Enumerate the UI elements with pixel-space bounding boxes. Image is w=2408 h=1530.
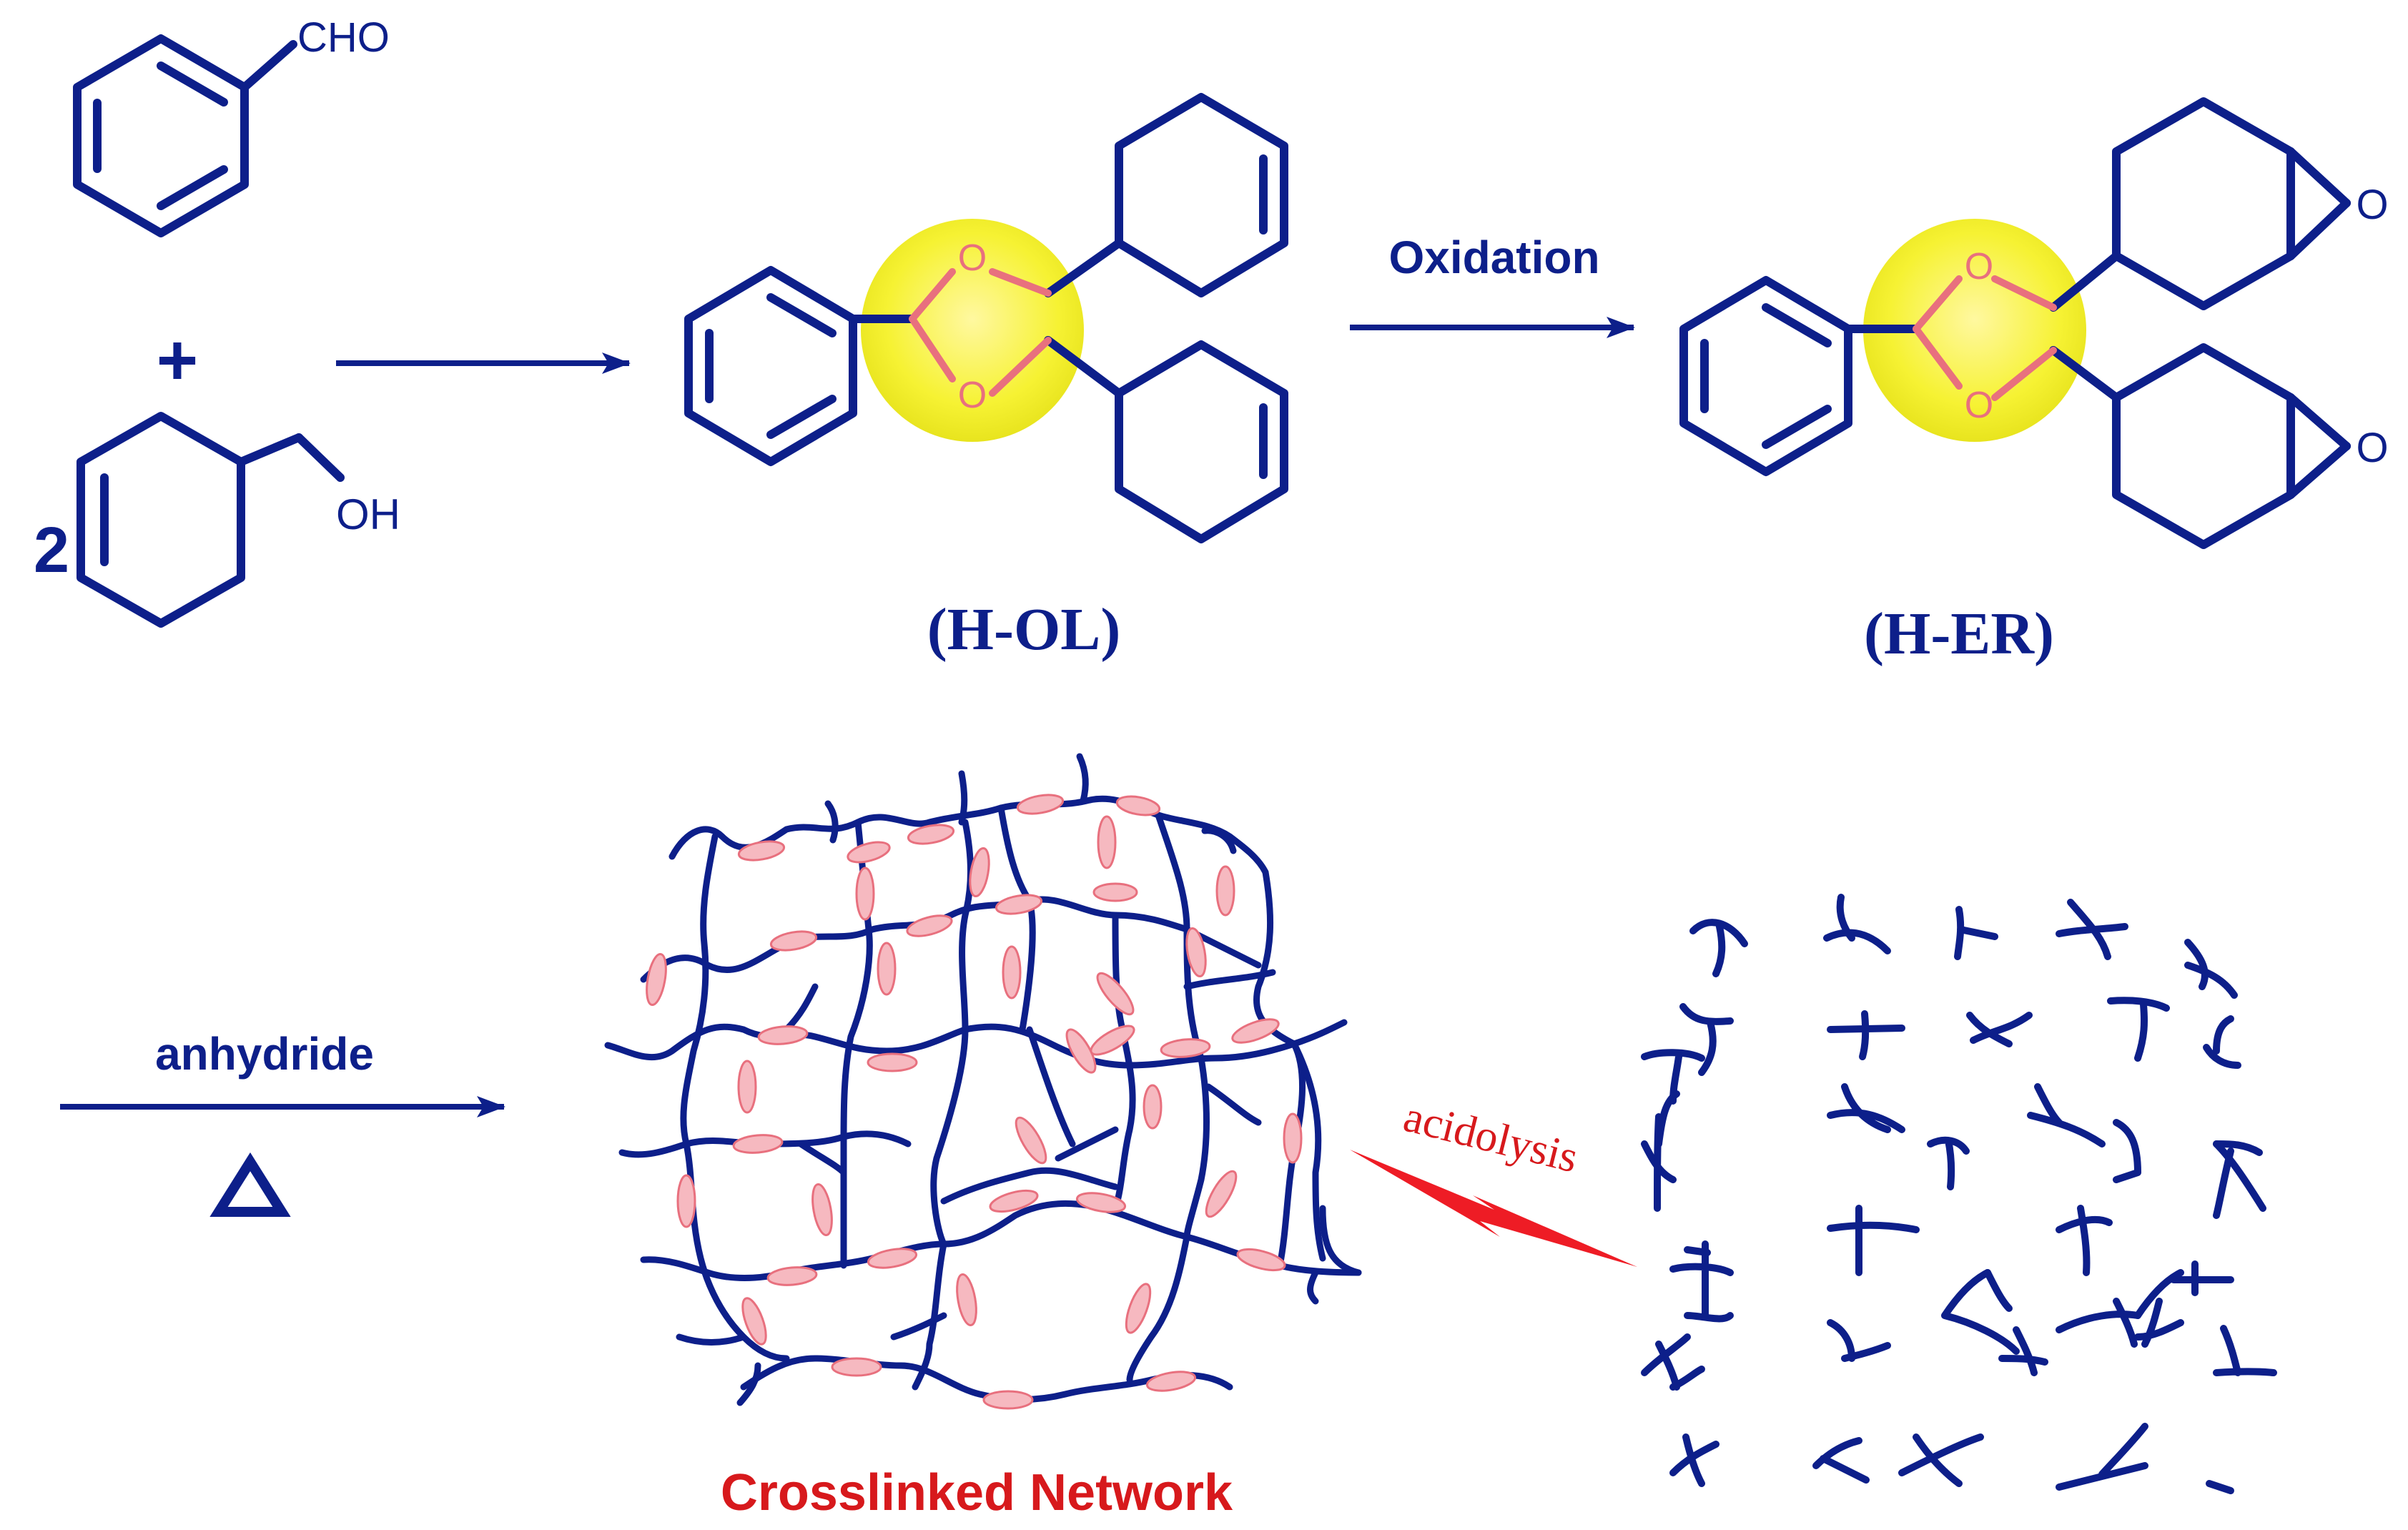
hol-structure bbox=[684, 93, 1288, 543]
aldehyde-group-label: CHO bbox=[297, 14, 390, 61]
anhydride-label: anhydride bbox=[155, 1028, 374, 1080]
lightning-bolt-icon bbox=[1350, 1150, 1637, 1267]
crosslinked-network bbox=[604, 753, 1362, 1406]
triangle-heat-icon bbox=[209, 1152, 291, 1217]
epoxide-oxygen-top: O bbox=[2356, 182, 2388, 228]
alcohol-group-label: OH bbox=[336, 490, 400, 538]
her-oxygen-top: O bbox=[1965, 246, 1993, 287]
her-oxygen-bottom: O bbox=[1965, 385, 1993, 426]
acidolysis-label: acidolysis bbox=[1399, 1092, 1583, 1183]
plus-sign: + bbox=[157, 320, 198, 400]
acetal-highlight-her bbox=[1863, 219, 2086, 442]
acetal-highlight-hol bbox=[861, 219, 1084, 442]
her-acetal-bonds bbox=[1913, 275, 2057, 401]
hol-oxygen-bottom: O bbox=[958, 375, 987, 416]
hol-acetal-bonds bbox=[909, 268, 1052, 397]
epoxide-oxygen-bottom: O bbox=[2356, 425, 2388, 471]
oxidation-label: Oxidation bbox=[1388, 232, 1599, 283]
hol-label: (H-OL) bbox=[927, 596, 1121, 663]
benzaldehyde-structure bbox=[73, 34, 297, 237]
her-label: (H-ER) bbox=[1864, 601, 2054, 667]
network-caption: Crosslinked Network bbox=[721, 1464, 1233, 1521]
cyclohexenylmethanol-structure bbox=[77, 412, 345, 628]
stoichiometric-coefficient: 2 bbox=[34, 515, 69, 586]
degraded-fragments bbox=[1641, 894, 2277, 1494]
network-crosslinks bbox=[646, 794, 1303, 1410]
hol-oxygen-top: O bbox=[958, 237, 987, 279]
her-structure bbox=[1679, 97, 2351, 549]
